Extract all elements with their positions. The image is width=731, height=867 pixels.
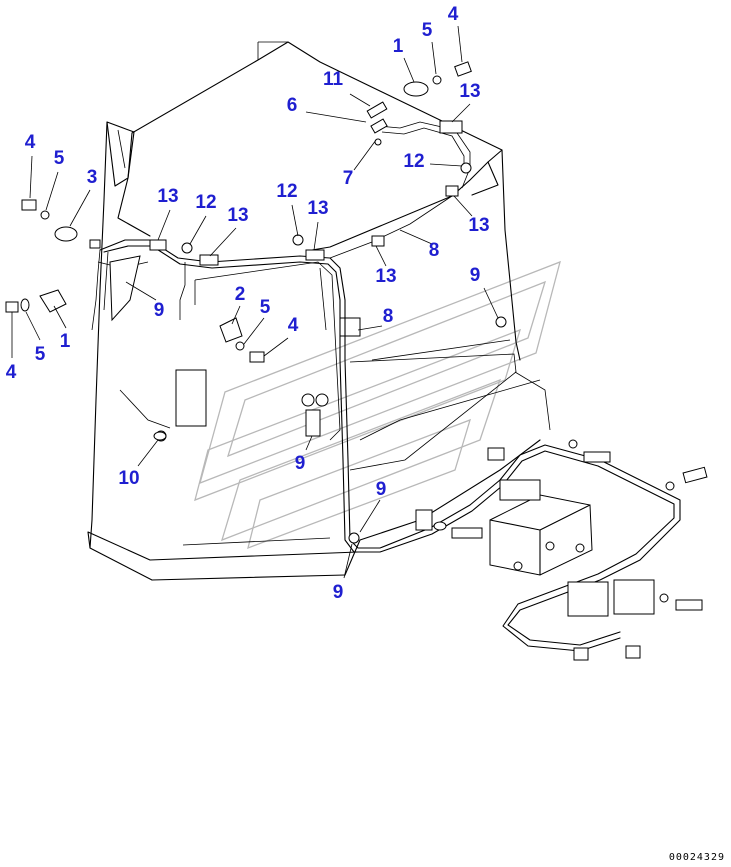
callout-c-3: 3	[87, 167, 98, 188]
callout-c-4-left: 4	[25, 132, 36, 153]
callout-c-4-lower: 4	[6, 362, 17, 383]
callout-c-12-b: 12	[276, 181, 297, 202]
callout-c-5-top: 5	[422, 20, 433, 41]
drawing-id: 00024329	[668, 852, 725, 863]
callout-c-9-bottom: 9	[333, 582, 344, 603]
cab-outline	[87, 41, 551, 581]
lamp-parts	[5, 61, 472, 441]
callout-c-12-mid: 12	[403, 151, 424, 172]
callout-c-9-c: 9	[376, 479, 387, 500]
callout-c-7: 7	[343, 168, 354, 189]
callout-c-6: 6	[287, 95, 298, 116]
callout-c-4-top: 4	[448, 4, 459, 25]
callout-c-1-left: 1	[60, 331, 71, 352]
callout-c-12-a: 12	[195, 192, 216, 213]
callout-c-10: 10	[118, 468, 139, 489]
callout-c-9-a: 9	[154, 300, 165, 321]
callout-c-4-mid: 4	[288, 315, 299, 336]
callout-c-5-left: 5	[54, 148, 65, 169]
callout-c-2: 2	[235, 284, 246, 305]
relay-box	[415, 439, 708, 661]
callout-c-13-c: 13	[307, 198, 328, 219]
callout-c-11: 11	[323, 69, 344, 90]
callout-c-9-b: 9	[295, 453, 306, 474]
callout-c-1-top: 1	[393, 36, 404, 57]
callout-c-5-mid: 5	[260, 297, 271, 318]
leader-lines	[11, 25, 499, 579]
callout-c-13-right: 13	[468, 215, 489, 236]
callout-c-13-d: 13	[375, 266, 396, 287]
callout-c-13-top: 13	[459, 81, 480, 102]
callout-c-13-a: 13	[157, 186, 178, 207]
callout-c-8-lower: 8	[383, 306, 394, 327]
callout-c-13-b: 13	[227, 205, 248, 226]
callout-c-5-lower: 5	[35, 344, 46, 365]
callout-c-8-upper: 8	[429, 240, 440, 261]
callout-c-9-right: 9	[470, 265, 481, 286]
watermark-logo	[194, 260, 561, 550]
